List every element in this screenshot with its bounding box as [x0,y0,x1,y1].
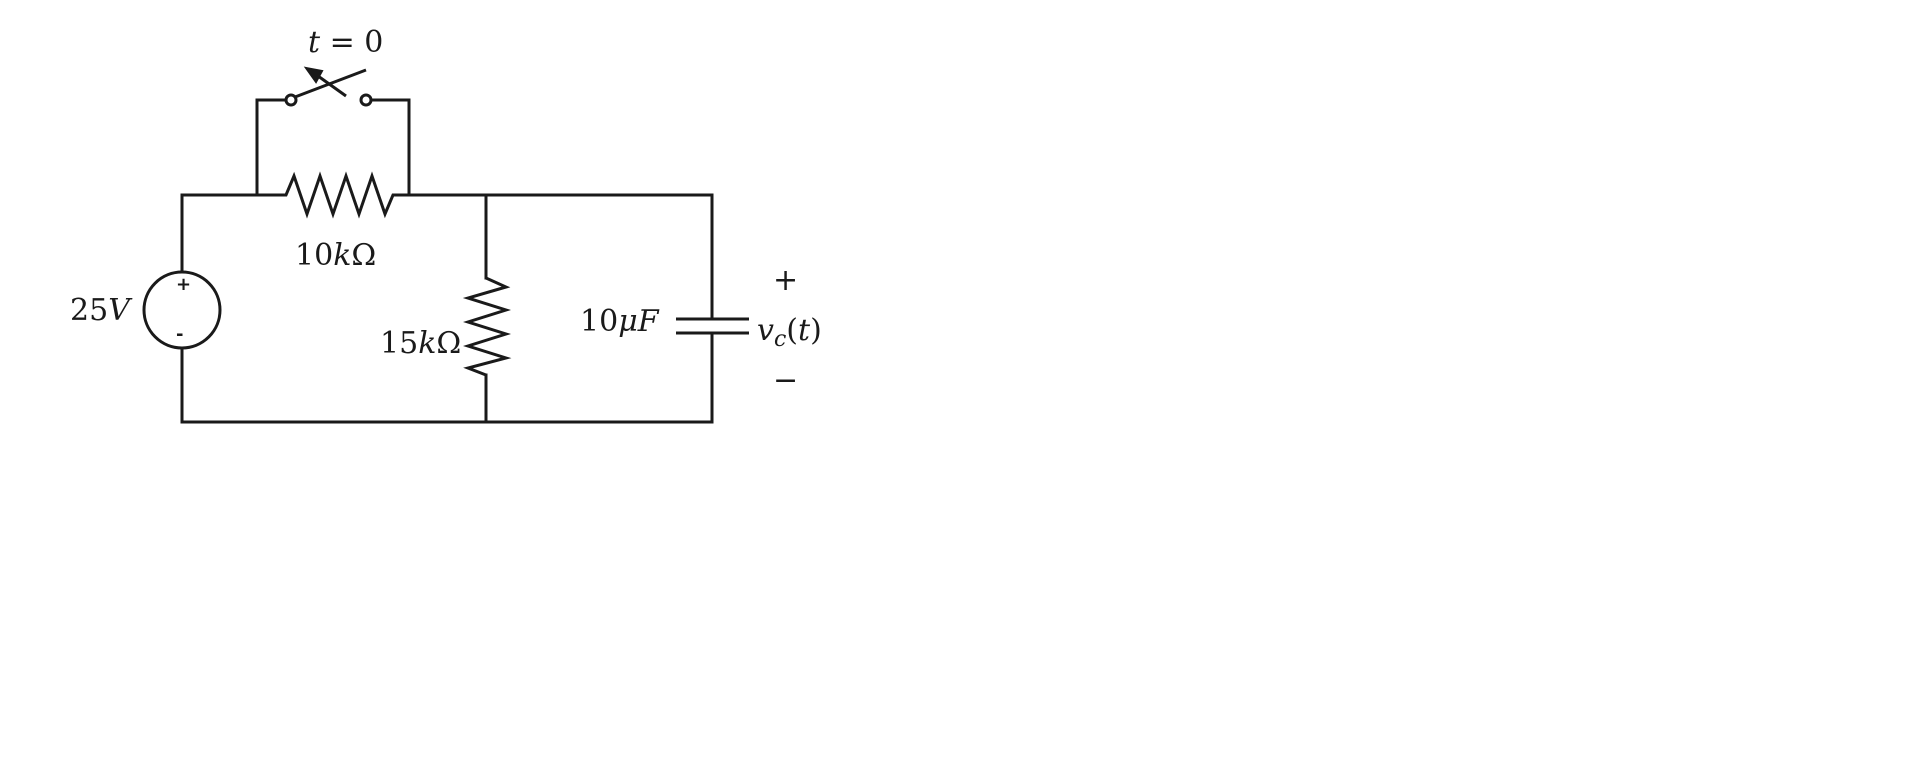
switch: t = 0 [284,25,383,107]
switch-label: t = 0 [308,25,383,60]
switch-arrow-head [303,66,324,84]
capacitor-voltage-minus: − [773,363,798,398]
voltage-source-minus: - [176,324,183,345]
resistor-15k-label: 15kΩ [380,326,461,361]
voltage-source-circle [142,270,222,350]
wires [180,98,714,424]
resistor-10k-zigzag [257,171,409,219]
wire-switch-bypass [255,98,411,197]
resistor-10k-label: 10kΩ [295,238,376,273]
voltage-source-label: 25V [70,293,133,328]
capacitor-voltage-label: vc(t) [757,313,822,352]
wire-top-mid [407,193,714,255]
resistor-15k: 15kΩ [380,276,512,377]
capacitor-voltage-plus: + [773,263,798,298]
resistor-15k-zigzag [462,276,512,377]
wire-top-left [180,193,259,274]
capacitor: 10μF [580,253,749,342]
switch-terminal-right [359,93,373,107]
voltage-source-plus: + [176,274,191,295]
voltage-source: + - 25V [70,270,222,350]
resistor-10k: 10kΩ [257,171,409,273]
switch-terminal-left [284,93,298,107]
switch-arrow-shaft [317,74,347,98]
capacitor-label: 10μF [580,304,660,339]
wire-bottom [180,346,714,424]
capacitor-voltage: + vc(t) − [757,263,822,398]
